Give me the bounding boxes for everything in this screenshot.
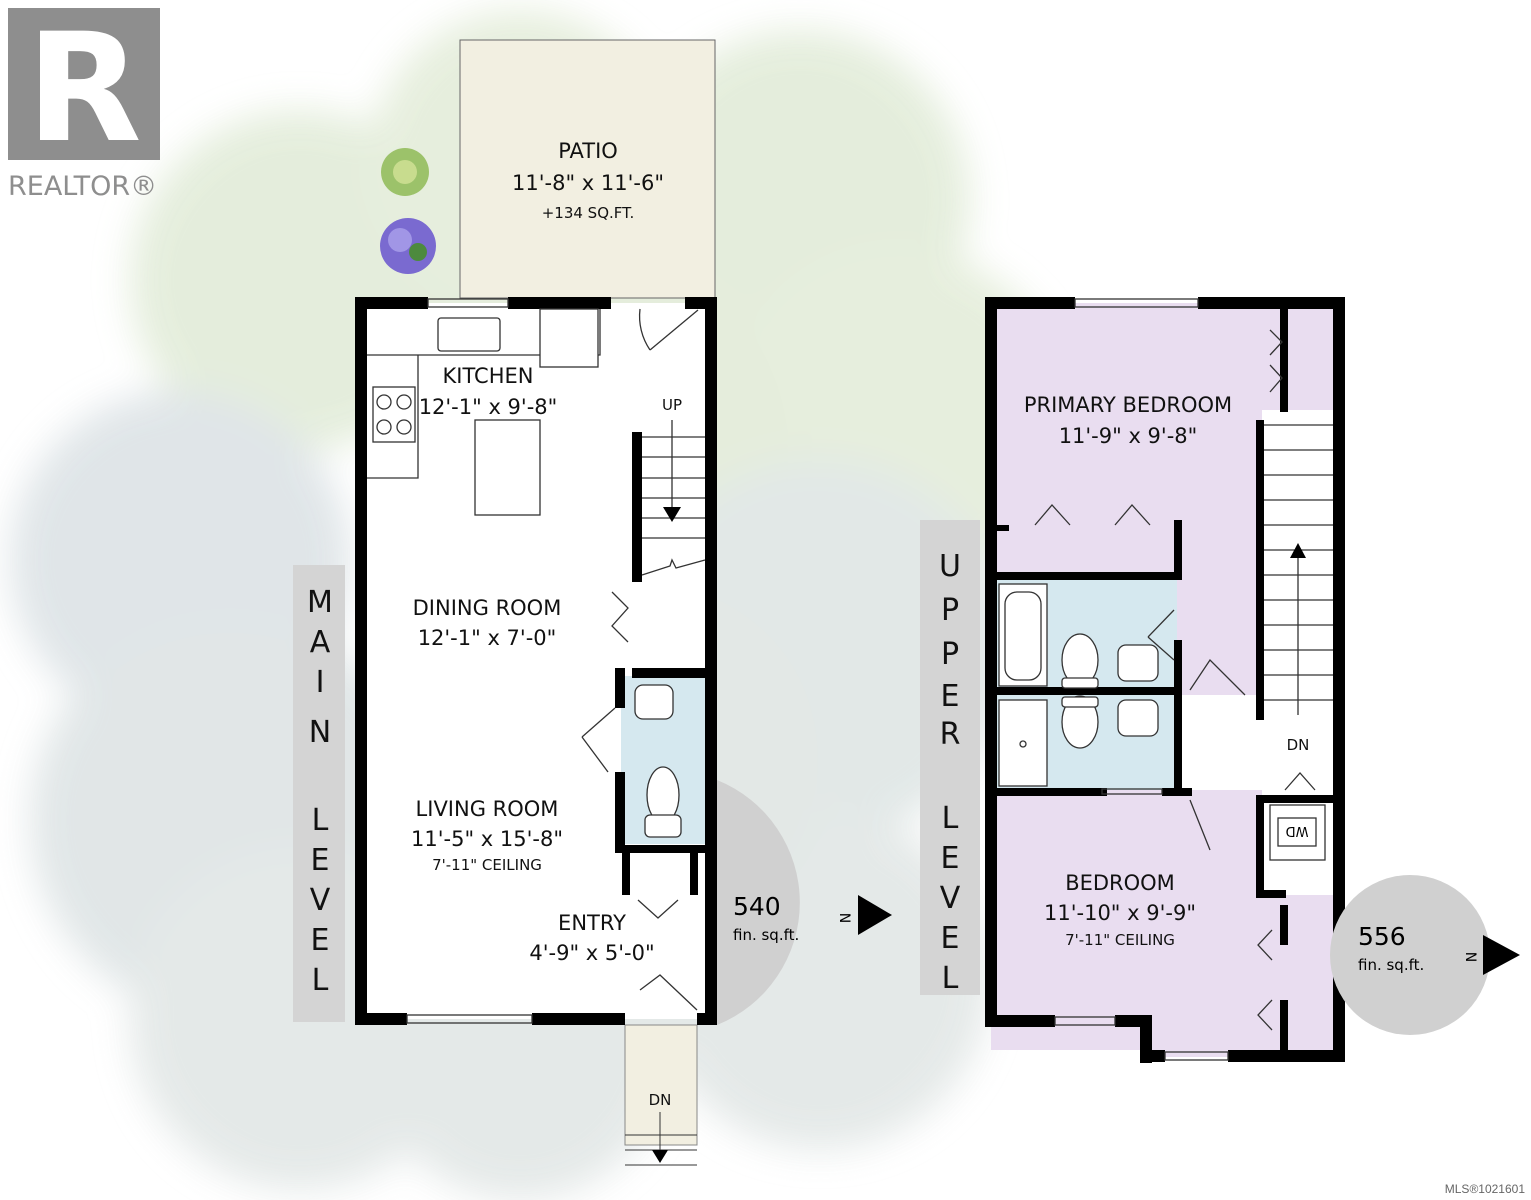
- north-arrow-icon: [1483, 935, 1520, 975]
- svg-text:V: V: [310, 883, 331, 918]
- hallway: [1180, 695, 1264, 790]
- patio-name: PATIO: [558, 139, 618, 163]
- upper-level-title: U P P E R L E V E L: [939, 549, 961, 996]
- bedroom-note: 7'-11" CEILING: [1065, 931, 1175, 949]
- svg-text:E: E: [941, 679, 960, 714]
- svg-text:U: U: [939, 549, 961, 584]
- svg-text:L: L: [312, 803, 329, 838]
- main-windows: [406, 298, 533, 1024]
- dining-name: DINING ROOM: [413, 596, 562, 620]
- svg-text:R: R: [940, 717, 961, 752]
- bath-fixtures: [998, 583, 1326, 861]
- stair-arrow-icon: [1290, 543, 1306, 558]
- svg-text:A: A: [310, 625, 331, 660]
- svg-text:N: N: [309, 715, 331, 750]
- living-name: LIVING ROOM: [416, 797, 559, 821]
- svg-text:P: P: [941, 593, 959, 628]
- logo-letter: R: [26, 2, 142, 176]
- upper-stairs: [1264, 424, 1333, 715]
- svg-text:L: L: [312, 963, 329, 998]
- patio-note: +134 SQ.FT.: [542, 204, 635, 222]
- svg-text:M: M: [307, 585, 333, 620]
- stairs-up-label: UP: [662, 396, 682, 414]
- down-arrow-icon: [652, 1150, 668, 1163]
- upper-area: 556: [1358, 922, 1406, 951]
- svg-text:E: E: [311, 923, 330, 958]
- sink-icon: [634, 684, 674, 720]
- kitchen-name: KITCHEN: [443, 364, 534, 388]
- upper-area-unit: fin. sq.ft.: [1358, 956, 1424, 974]
- svg-text:E: E: [311, 843, 330, 878]
- steps-dn-label: DN: [649, 1091, 672, 1109]
- dining-dims: 12'-1" x 7'-0": [418, 626, 557, 650]
- svg-text:L: L: [942, 961, 959, 996]
- patio-area: [459, 39, 716, 299]
- sink-icon: [437, 317, 501, 352]
- upper-room-labels: PRIMARY BEDROOM 11'-9" x 9'-8" DN BEDROO…: [1024, 393, 1310, 949]
- mls-number: MLS®1021601: [1444, 1182, 1525, 1196]
- svg-text:P: P: [941, 637, 959, 672]
- stair-arrow-icon: [663, 507, 681, 522]
- main-compass: 540 fin. sq.ft. N: [717, 780, 892, 1025]
- main-level-bar: [293, 565, 345, 1022]
- main-area-unit: fin. sq.ft.: [733, 926, 799, 944]
- laundry-label: WD: [1286, 823, 1309, 838]
- north-label: N: [1462, 952, 1478, 962]
- entry-name: ENTRY: [558, 911, 626, 935]
- logo-text: REALTOR®: [8, 171, 157, 202]
- main-walls: [355, 297, 717, 1025]
- sink-icon: [1117, 699, 1159, 737]
- kitchen-island: [474, 419, 541, 516]
- north-label: N: [836, 913, 852, 923]
- shower-icon: [998, 699, 1048, 787]
- stove-icon: [372, 386, 416, 443]
- primary-dims: 11'-9" x 9'-8": [1059, 424, 1198, 448]
- entry-steps: [624, 1024, 698, 1146]
- stairs-dn-label: DN: [1287, 736, 1310, 754]
- svg-text:V: V: [940, 881, 961, 916]
- svg-text:E: E: [941, 921, 960, 956]
- entry-dims: 4'-9" x 5'-0": [529, 941, 654, 965]
- plant-icons: [380, 148, 436, 274]
- main-doors: [581, 308, 699, 1011]
- svg-text:I: I: [316, 665, 325, 700]
- svg-text:L: L: [942, 801, 959, 836]
- main-room-labels: PATIO 11'-8" x 11'-6" +134 SQ.FT. KITCHE…: [411, 139, 682, 1109]
- bedroom-dims: 11'-10" x 9'-9": [1044, 901, 1196, 925]
- living-dims: 11'-5" x 15'-8": [411, 827, 563, 851]
- living-note: 7'-11" CEILING: [432, 856, 542, 874]
- kitchen-fixtures: [367, 308, 601, 516]
- kitchen-dims: 12'-1" x 9'-8": [419, 395, 558, 419]
- patio-dims: 11'-8" x 11'-6": [512, 171, 664, 195]
- upper-walls: [985, 297, 1345, 1063]
- upper-level-bar: [920, 520, 980, 995]
- fridge-icon: [539, 308, 599, 368]
- primary-name: PRIMARY BEDROOM: [1024, 393, 1232, 417]
- sink-icon: [1117, 644, 1159, 682]
- main-level-title: M A I N L E V E L: [307, 585, 333, 998]
- upper-doors: [1034, 329, 1316, 1031]
- realtor-logo: R REALTOR®: [8, 2, 160, 202]
- north-arrow-icon: [858, 895, 892, 935]
- upper-compass: 556 fin. sq.ft. N: [1330, 875, 1520, 1035]
- upper-windows: [1054, 298, 1229, 1061]
- toilet-icon: [1061, 695, 1099, 749]
- main-area: 540: [733, 892, 781, 921]
- bedroom-name: BEDROOM: [1065, 871, 1175, 895]
- svg-text:E: E: [941, 841, 960, 876]
